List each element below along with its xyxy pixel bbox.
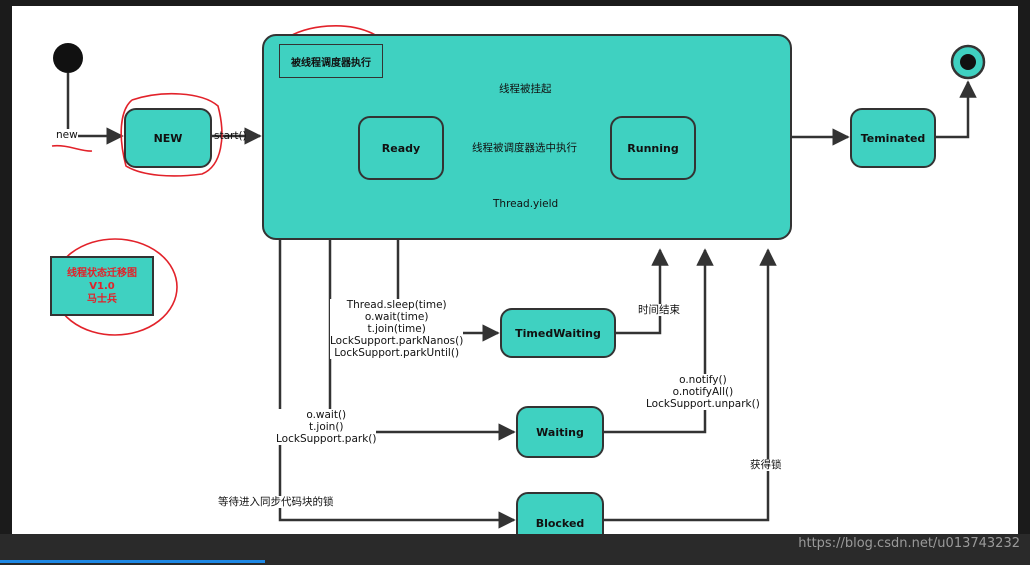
state-running: Running [610,116,696,180]
state-timed-waiting: TimedWaiting [500,308,616,358]
label-start: start() [214,130,247,142]
label-acquire-lock: 获得锁 [750,459,782,471]
state-new: NEW [124,108,212,168]
label-yield: Thread.yield [493,198,559,210]
label-suspended: 线程被挂起 [499,83,552,95]
initial-node [53,43,83,73]
diagram-board: 被线程调度器执行 NEW Ready Running Teminated Tim… [12,6,1018,554]
label-scheduled: 线程被调度器选中执行 [472,142,577,154]
label-timed-calls: Thread.sleep(time) o.wait(time) t.join(t… [330,299,464,359]
progress-bar [0,560,265,563]
edge-wait-lock [278,240,516,529]
legend-author: 马士兵 [87,293,117,305]
label-notify-calls: o.notify() o.notifyAll() LockSupport.unp… [646,374,760,410]
edge-acquire-lock [602,248,777,522]
legend-title: 线程状态迁移图 [67,267,137,279]
label-wait-calls: o.wait() t.join() LockSupport.park() [276,409,377,445]
watermark: https://blog.csdn.net/u013743232 [798,536,1020,551]
edge-time-end [614,248,669,335]
edge-notify [602,248,714,434]
legend-box: 线程状态迁移图 V1.0 马士兵 [50,256,154,316]
scheduler-group-label: 被线程调度器执行 [279,44,383,78]
label-time-end: 时间结束 [638,304,680,316]
video-bottom-bar [0,534,1030,565]
label-wait-lock: 等待进入同步代码块的锁 [218,496,334,508]
label-new: new [56,129,78,141]
state-terminated: Teminated [850,108,936,168]
state-ready: Ready [358,116,444,180]
legend-version: V1.0 [89,280,115,292]
state-waiting: Waiting [516,406,604,458]
